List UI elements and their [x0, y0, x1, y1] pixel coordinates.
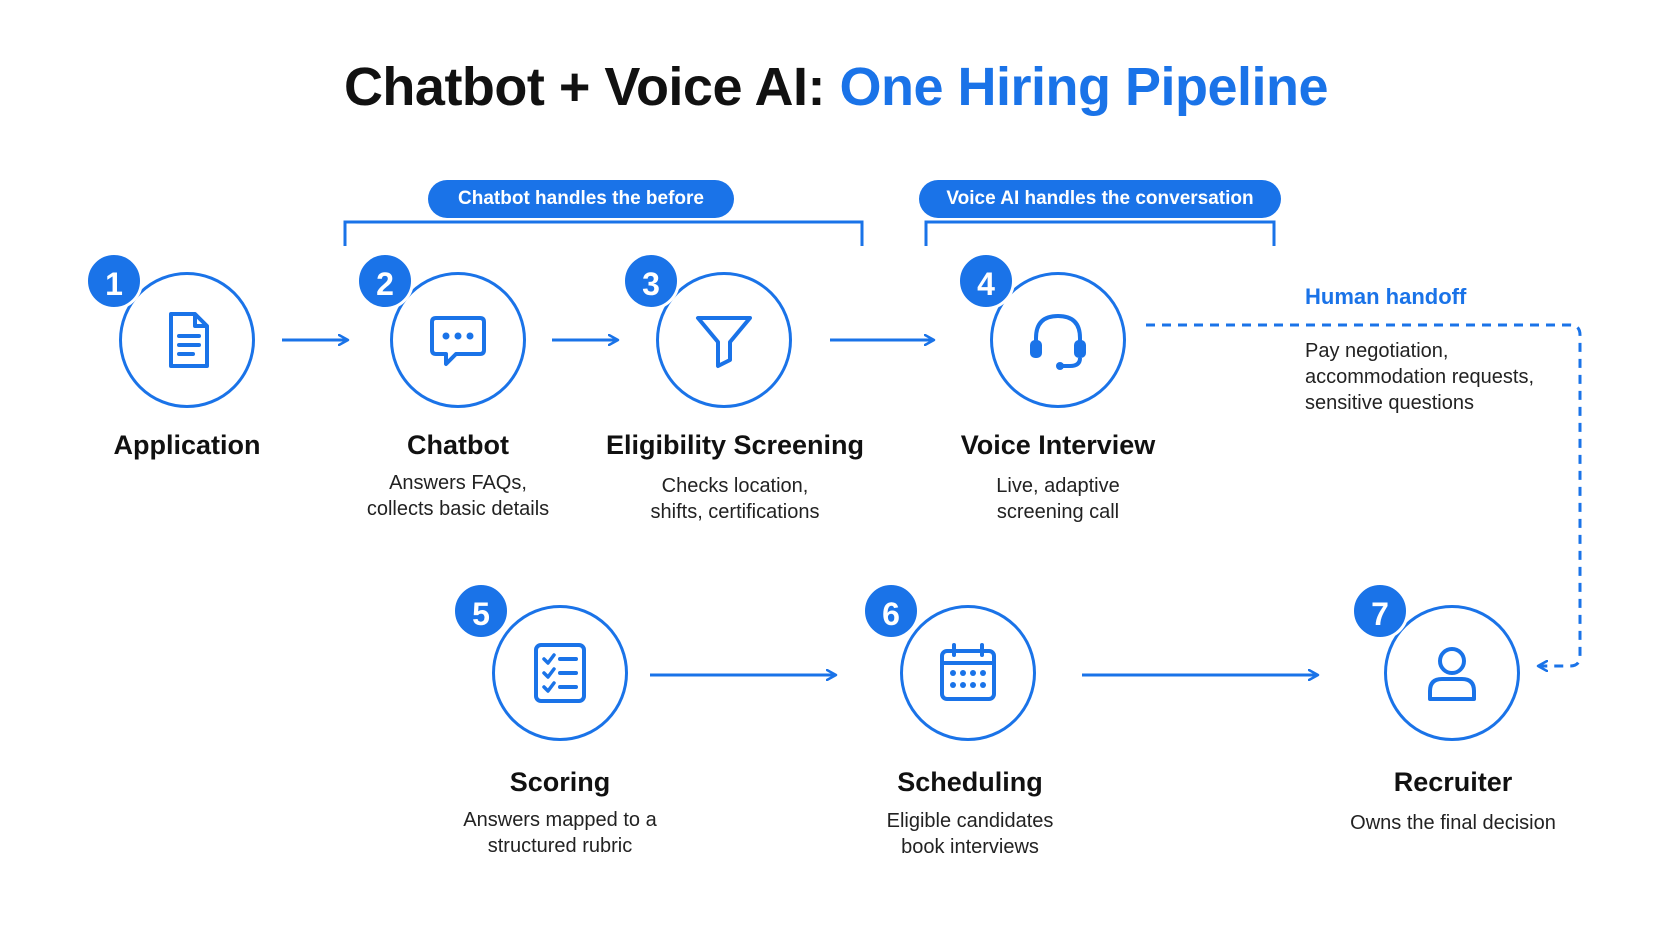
handoff-dashed-arrow [1146, 323, 1582, 666]
chat-bubble-icon [430, 316, 486, 366]
voice-bracket-label: Voice AI handles the conversation [919, 180, 1281, 218]
step-2-label: Chatbot [407, 430, 509, 460]
step-7-node [1384, 605, 1520, 741]
step-4-label: Voice Interview [960, 430, 1156, 460]
step-1-node [119, 272, 255, 408]
handoff-description: Pay negotiation, accommodation requests,… [1305, 340, 1535, 414]
calendar-icon [940, 643, 996, 701]
step-7-badge: 7 [1351, 582, 1409, 640]
step-7-description: Owns the final decision [1350, 812, 1556, 834]
handoff-title: Human handoff [1305, 284, 1467, 309]
step-2-description: Answers FAQs, collects basic details [366, 472, 550, 520]
step-4-description: Live, adaptive screening call [996, 475, 1120, 523]
step-6-node [900, 605, 1036, 741]
page-title: Chatbot + Voice AI: One Hiring Pipeline [0, 56, 1672, 118]
chatbot-bracket-label: Chatbot handles the before [428, 180, 734, 218]
step-5-description: Answers mapped to a structured rubric [463, 809, 657, 857]
step-6-label: Scheduling [897, 767, 1043, 797]
step-3-node [656, 272, 792, 408]
chatbot-bracket [343, 220, 864, 246]
step-5-label: Scoring [509, 767, 611, 797]
checklist-icon [534, 643, 586, 703]
step-3-badge: 3 [622, 252, 680, 310]
step-4-badge: 4 [957, 252, 1015, 310]
step-1-label: Application [113, 430, 261, 460]
title-part-1: Chatbot + Voice AI: [343, 57, 840, 117]
step-6-description: Eligible candidates book interviews [886, 810, 1054, 858]
voice-bracket [924, 220, 1276, 246]
step-5-node [492, 605, 628, 741]
step-4-node [990, 272, 1126, 408]
step-5-badge: 5 [452, 582, 510, 640]
step-6-badge: 6 [862, 582, 920, 640]
step-3-label: Eligibility Screening [605, 430, 865, 460]
step-2-node [390, 272, 526, 408]
step-7-label: Recruiter [1393, 767, 1513, 797]
title-part-2: One Hiring Pipeline [839, 57, 1329, 117]
person-icon [1428, 647, 1476, 701]
funnel-icon [696, 316, 752, 368]
step-1-badge: 1 [85, 252, 143, 310]
step-3-description: Checks location, shifts, certifications [650, 475, 820, 523]
step-2-badge: 2 [356, 252, 414, 310]
headset-icon [1030, 313, 1086, 370]
document-icon [169, 312, 209, 368]
